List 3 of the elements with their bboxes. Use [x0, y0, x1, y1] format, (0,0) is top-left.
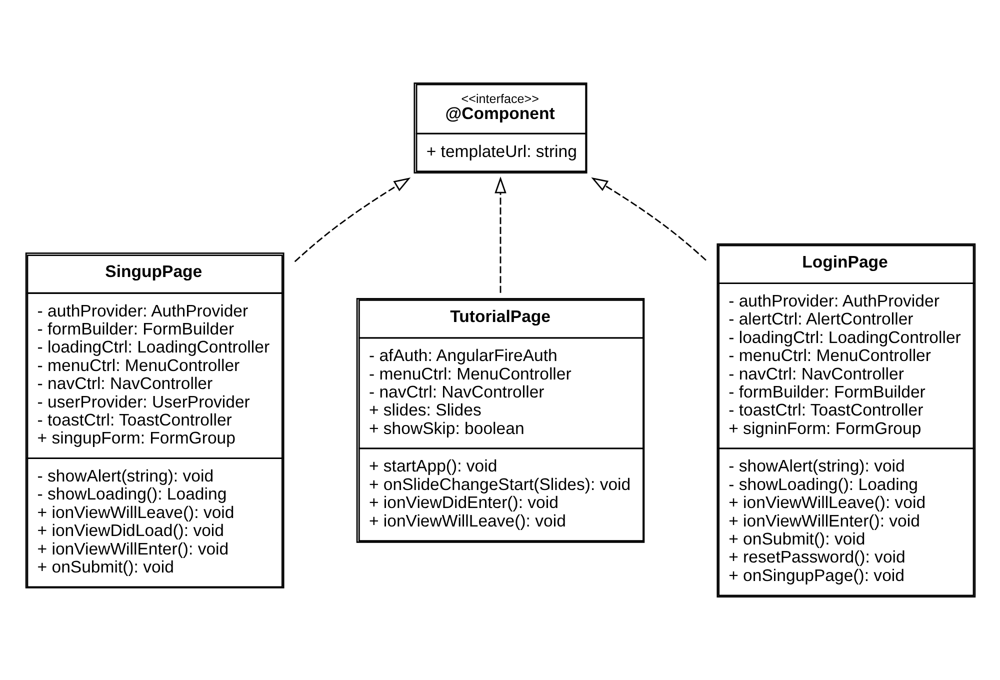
- arrow: [494, 176, 506, 293]
- arrow: [294, 177, 410, 262]
- arrow: [590, 177, 706, 261]
